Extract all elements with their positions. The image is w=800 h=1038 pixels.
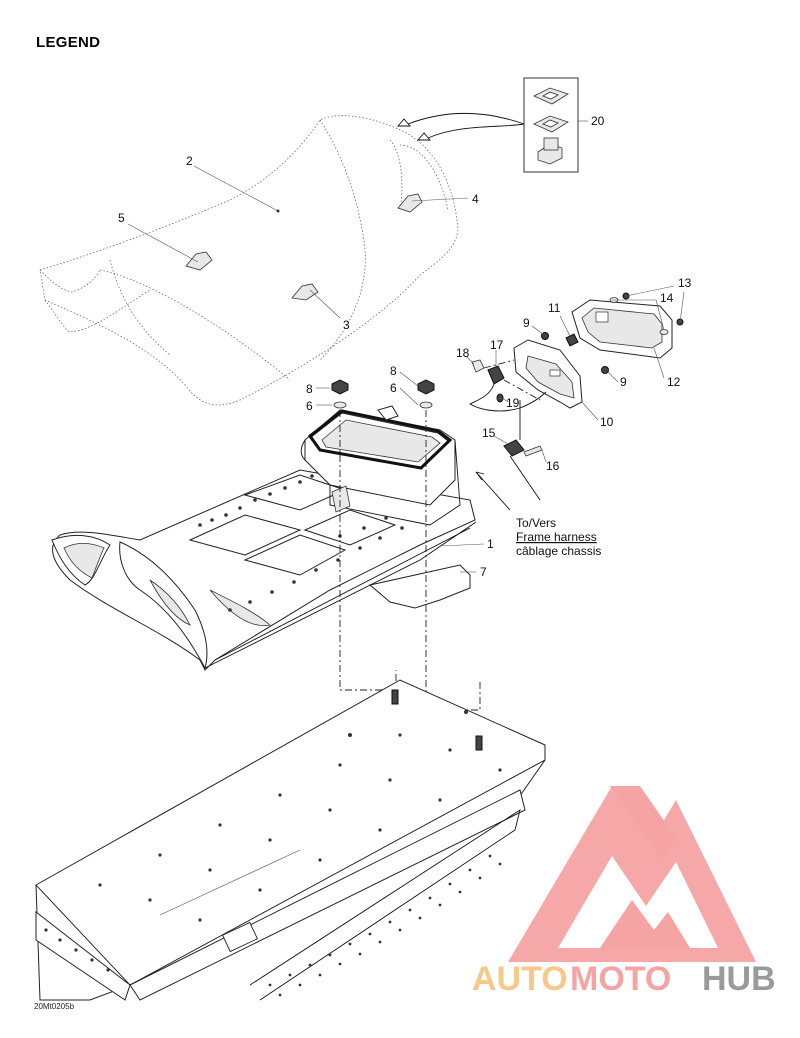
connector-15 <box>503 439 525 457</box>
callout-4: 4 <box>472 192 479 206</box>
callout-10: 10 <box>600 415 614 429</box>
logo-text-hub: HUB <box>702 960 776 998</box>
callout-2: 2 <box>186 154 193 168</box>
harness-note-line1: To/Vers <box>516 516 556 530</box>
logo-text-moto: MOTO <box>570 960 671 998</box>
screw-11 <box>565 333 579 347</box>
callout-17: 17 <box>490 338 504 352</box>
callout-5: 5 <box>118 211 125 225</box>
harness-note-line3: câblage chassis <box>516 544 601 558</box>
seat-base-platform <box>51 405 477 671</box>
frame-harness-note: To/Vers Frame harness câblage chassis <box>516 516 601 558</box>
callout-20: 20 <box>591 114 605 128</box>
callout-15: 15 <box>482 426 496 440</box>
drawing-reference-code: 20Mt0205b <box>34 1002 75 1011</box>
bulb-socket-17 <box>469 365 547 412</box>
seat-tag-5 <box>185 251 213 271</box>
callout-7: 7 <box>480 565 487 579</box>
callout-14: 14 <box>660 291 674 305</box>
nut-washer-center <box>417 379 435 409</box>
terminal-16 <box>523 445 543 457</box>
taillight-housing <box>513 339 583 409</box>
callout-16: 16 <box>546 459 560 473</box>
connector-19 <box>496 393 504 403</box>
callout-9-upper: 9 <box>523 316 530 330</box>
logo-text-auto: AUTO <box>472 960 568 998</box>
nut-washer-left <box>331 379 349 409</box>
seat-outline <box>39 115 459 406</box>
screw-9-upper <box>541 332 549 340</box>
seat-tag-3 <box>291 283 319 301</box>
callout-6-left: 6 <box>306 399 313 413</box>
bulb-18 <box>471 359 485 373</box>
callout-18: 18 <box>456 346 470 360</box>
callout-19: 19 <box>506 396 520 410</box>
callout-13: 13 <box>678 276 692 290</box>
callout-8-left: 8 <box>306 382 313 396</box>
taillight-lens <box>571 299 673 359</box>
fasteners-13-14 <box>609 292 684 335</box>
callout-9-lower: 9 <box>620 375 627 389</box>
callout-8-center: 8 <box>390 364 397 378</box>
seat-tag-4 <box>397 193 423 213</box>
page-heading: LEGEND <box>36 34 101 51</box>
callout-12: 12 <box>667 375 681 389</box>
harness-note-line2: Frame harness <box>516 530 597 544</box>
callout-11: 11 <box>548 301 561 315</box>
callout-1: 1 <box>487 537 494 551</box>
chassis-tunnel <box>35 679 546 1001</box>
gasket-kit-box <box>523 77 579 173</box>
screw-9-lower <box>601 366 609 374</box>
callout-3: 3 <box>343 318 350 332</box>
automotohub-logo: AUTO MOTO HUB <box>472 786 776 998</box>
callout-6-center: 6 <box>390 381 397 395</box>
